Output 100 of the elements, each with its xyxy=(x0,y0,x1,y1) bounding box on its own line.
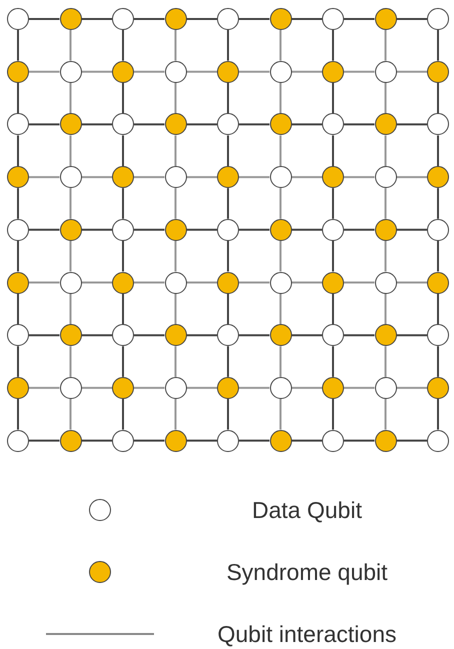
qubit-circle xyxy=(427,113,449,136)
qubit-circle xyxy=(374,324,396,346)
interaction-line xyxy=(227,294,229,324)
interaction-line xyxy=(332,30,334,61)
interaction-line xyxy=(344,440,374,442)
qubit-circle xyxy=(374,272,396,294)
qubit-circle xyxy=(60,166,82,188)
qubit-circle xyxy=(374,430,396,452)
interaction-line xyxy=(82,282,112,284)
interaction-line xyxy=(332,135,334,166)
interaction-line xyxy=(239,386,270,389)
interaction-line xyxy=(70,240,72,272)
interaction-line xyxy=(292,18,322,20)
interaction-line xyxy=(70,398,72,430)
interaction-line xyxy=(174,294,176,324)
legend-label: Syndrome qubit xyxy=(226,558,388,586)
qubit-circle xyxy=(217,8,239,30)
qubit-circle xyxy=(164,376,186,399)
interaction-line xyxy=(280,294,282,324)
interaction-line xyxy=(292,176,322,178)
interaction-line xyxy=(82,70,112,73)
qubit-circle xyxy=(374,113,396,136)
interaction-line xyxy=(280,135,282,166)
interaction-line xyxy=(134,334,164,336)
interaction-line xyxy=(344,123,374,126)
interaction-line xyxy=(239,440,270,442)
interaction-line xyxy=(332,82,334,114)
qubit-circle xyxy=(112,60,134,83)
qubit-circle xyxy=(60,8,82,30)
interaction-line xyxy=(122,240,124,272)
interaction-line xyxy=(134,386,164,389)
interaction-line xyxy=(70,30,72,61)
interaction-line xyxy=(134,176,164,178)
interaction-line xyxy=(134,228,164,231)
interaction-line xyxy=(292,440,322,442)
interaction-line xyxy=(186,70,217,73)
interaction-line xyxy=(227,398,229,430)
interaction-line xyxy=(227,135,229,166)
qubit-circle xyxy=(60,272,82,294)
legend-label: Data Qubit xyxy=(252,496,362,524)
qubit-circle xyxy=(7,272,29,294)
qubit-circle xyxy=(112,324,134,346)
interaction-line xyxy=(186,18,217,20)
qubit-circle xyxy=(164,430,186,452)
interaction-line xyxy=(239,18,270,20)
qubit-circle xyxy=(164,272,186,294)
qubit-circle xyxy=(270,218,292,241)
interaction-line xyxy=(396,176,427,178)
interaction-line xyxy=(174,135,176,166)
interaction-line xyxy=(396,123,427,126)
interaction-line xyxy=(134,123,164,126)
interaction-line xyxy=(186,386,217,389)
qubit-circle xyxy=(374,60,396,83)
interaction-line xyxy=(344,176,374,178)
qubit-circle xyxy=(322,376,344,399)
interaction-line xyxy=(29,123,60,126)
interaction-line xyxy=(174,398,176,430)
qubit-circle xyxy=(322,60,344,83)
qubit-circle xyxy=(7,218,29,241)
interaction-line xyxy=(396,386,427,389)
interaction-line xyxy=(122,346,124,377)
interaction-line xyxy=(384,82,386,114)
qubit-circle xyxy=(112,8,134,30)
qubit-circle xyxy=(217,430,239,452)
qubit-circle xyxy=(60,376,82,399)
interaction-line xyxy=(174,240,176,272)
qubit-circle xyxy=(270,8,292,30)
interaction-line xyxy=(332,398,334,430)
interaction-line xyxy=(239,282,270,284)
interaction-line xyxy=(122,30,124,61)
interaction-line xyxy=(292,334,322,336)
interaction-line xyxy=(437,346,439,377)
qubit-circle xyxy=(217,60,239,83)
qubit-circle xyxy=(7,324,29,346)
interaction-line xyxy=(122,82,124,114)
interaction-line xyxy=(239,70,270,73)
qubit-circle xyxy=(374,218,396,241)
interaction-line xyxy=(384,240,386,272)
interaction-line xyxy=(384,294,386,324)
interaction-line xyxy=(186,334,217,336)
interaction-line xyxy=(344,282,374,284)
qubit-circle xyxy=(112,430,134,452)
qubit-circle xyxy=(112,113,134,136)
interaction-line xyxy=(29,386,60,389)
interaction-line xyxy=(437,240,439,272)
interaction-line xyxy=(17,294,19,324)
qubit-circle xyxy=(270,166,292,188)
qubit-circle xyxy=(217,218,239,241)
interaction-line xyxy=(82,123,112,126)
qubit-circle xyxy=(7,8,29,30)
qubit-circle xyxy=(322,272,344,294)
qubit-circle xyxy=(7,166,29,188)
interaction-line xyxy=(384,346,386,377)
interaction-line xyxy=(122,135,124,166)
qubit-circle xyxy=(427,376,449,399)
interaction-line xyxy=(70,294,72,324)
interaction-line xyxy=(134,70,164,73)
interaction-line xyxy=(227,30,229,61)
interaction-line xyxy=(344,386,374,389)
interaction-line xyxy=(82,386,112,389)
